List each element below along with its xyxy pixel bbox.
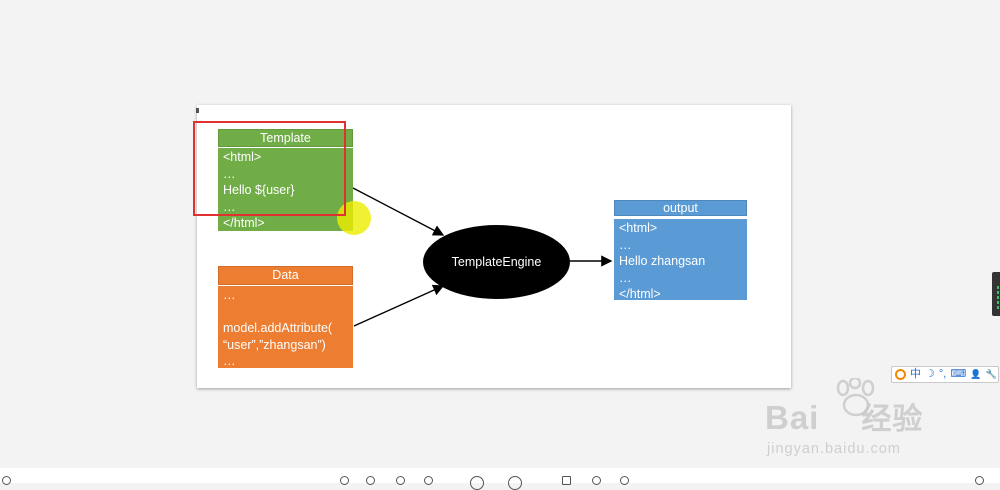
paw-icon xyxy=(836,378,875,417)
output-line: … xyxy=(619,270,632,285)
output-line: Hello zhangsan xyxy=(619,254,706,268)
template-line: … xyxy=(223,166,236,181)
output-line: </html> xyxy=(619,287,661,301)
ime-logo-icon[interactable] xyxy=(895,369,906,380)
template-line: Hello ${user} xyxy=(223,183,295,197)
data-line: … xyxy=(223,354,236,368)
arrow-template-to-engine xyxy=(352,187,445,236)
ime-lang-toggle[interactable]: 中 xyxy=(910,368,921,380)
data-line: “user”,”zhangsan”) xyxy=(223,337,326,352)
ime-wrench-icon[interactable]: 🔧 xyxy=(985,369,997,379)
bottom-toolbar xyxy=(0,468,1000,490)
next-icon[interactable] xyxy=(508,476,522,490)
template-line: </html> xyxy=(223,216,265,230)
arrow-data-to-engine xyxy=(353,284,445,327)
template-engine-node: TemplateEngine xyxy=(423,225,570,299)
data-header: Data xyxy=(218,266,353,285)
zoom-in-icon[interactable] xyxy=(396,476,405,485)
template-header: Template xyxy=(218,129,353,147)
diagram-slide: Template <html> … Hello ${user} … </html… xyxy=(193,105,791,388)
toolbar-icon[interactable] xyxy=(340,476,349,485)
ime-keyboard-icon[interactable]: ⌨ xyxy=(950,368,967,380)
ime-moon-icon[interactable]: ☽ xyxy=(925,368,935,380)
data-line xyxy=(223,304,348,321)
output-body: <html> … Hello zhangsan … </html> xyxy=(614,219,747,301)
cursor-highlight xyxy=(337,201,371,235)
connector-arrows xyxy=(352,187,613,327)
zoom-out-icon[interactable] xyxy=(424,476,433,485)
ime-user-icon[interactable]: 👤 xyxy=(970,369,982,379)
fit-page-icon[interactable] xyxy=(562,476,571,485)
template-line: … xyxy=(223,199,236,214)
toolbar-icon[interactable] xyxy=(366,476,375,485)
output-header: output xyxy=(614,200,747,216)
rotate-icon[interactable] xyxy=(620,476,629,485)
template-body: <html> … Hello ${user} … </html> xyxy=(218,148,353,231)
previous-icon[interactable] xyxy=(470,476,484,490)
selection-rectangle xyxy=(193,121,346,216)
ime-punct-icon[interactable]: °, xyxy=(938,368,947,380)
data-line: … xyxy=(223,288,236,302)
data-body: … model.addAttribute( “user”,”zhangsan”)… xyxy=(218,286,353,368)
output-line: … xyxy=(619,237,632,252)
output-line: <html> xyxy=(619,221,658,235)
template-line: <html> xyxy=(223,150,262,164)
settings-icon[interactable] xyxy=(975,476,984,485)
ime-toolbar[interactable]: 中 ☽ °, ⌨ 👤 🔧 xyxy=(891,366,999,383)
search-icon[interactable] xyxy=(2,476,11,485)
watermark-domain: jingyan.baidu.com xyxy=(767,441,901,457)
rotate-icon[interactable] xyxy=(592,476,601,485)
data-line: model.addAttribute( xyxy=(223,321,333,335)
cursor-icon xyxy=(196,108,199,113)
side-scroll-tab[interactable] xyxy=(992,272,1000,316)
